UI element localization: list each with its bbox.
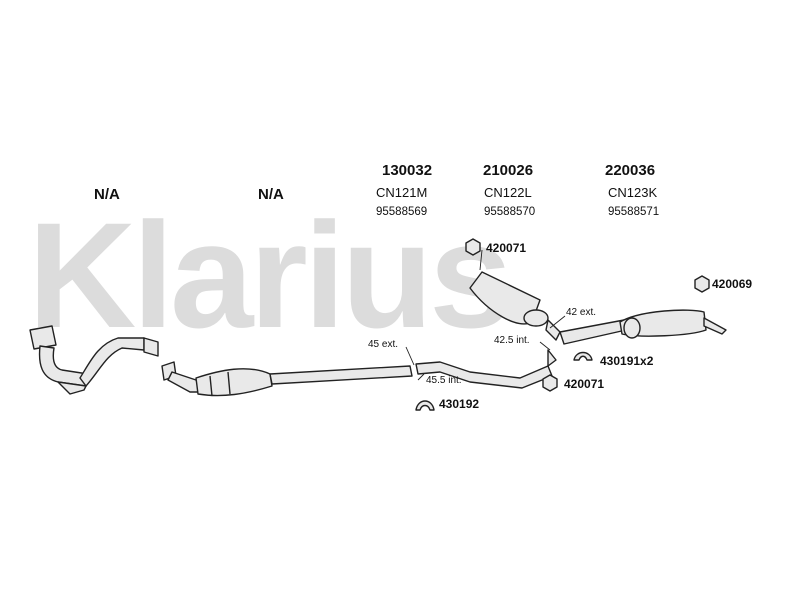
part-code-130032: CN121M	[376, 185, 428, 200]
front-int-diameter: 45.5 int.	[426, 375, 462, 386]
catalytic-converter-part	[161, 361, 273, 397]
part-code-210026: CN122L	[484, 185, 532, 200]
front-silencer-part-210026	[469, 271, 561, 367]
part-number-220036[interactable]: 220036	[605, 162, 656, 179]
part-code-220036: CN123K	[608, 185, 658, 200]
position-2-na: N/A	[258, 186, 284, 203]
watermark-logo: Klarius	[28, 191, 513, 359]
accessory-420071-top[interactable]: 420071	[486, 241, 527, 255]
rear-ext-diameter: 42 ext.	[566, 307, 597, 318]
rear-int-diameter: 42.5 int.	[494, 335, 530, 346]
part-number-130032[interactable]: 130032	[382, 162, 433, 179]
oe-number-130032: 95588569	[376, 206, 428, 218]
nut-icon	[694, 275, 710, 293]
nut-icon	[542, 374, 558, 392]
mount-icon	[573, 351, 593, 361]
front-ext-diameter: 45 ext.	[368, 339, 399, 350]
position-1-na: N/A	[94, 186, 120, 203]
rear-silencer-part-220036	[559, 309, 727, 345]
part-number-210026[interactable]: 210026	[483, 162, 534, 179]
nut-icon	[465, 238, 481, 256]
accessory-420071-bottom[interactable]: 420071	[564, 377, 605, 391]
centre-pipe-part-130032	[269, 361, 553, 389]
accessory-420069[interactable]: 420069	[712, 277, 753, 291]
accessory-430192[interactable]: 430192	[439, 397, 480, 411]
oe-number-210026: 95588570	[484, 206, 536, 218]
oe-number-220036: 95588571	[608, 206, 660, 218]
front-downpipe-part	[29, 325, 159, 395]
accessory-430191x2[interactable]: 430191x2	[600, 354, 654, 368]
clamp-icon	[415, 400, 435, 411]
